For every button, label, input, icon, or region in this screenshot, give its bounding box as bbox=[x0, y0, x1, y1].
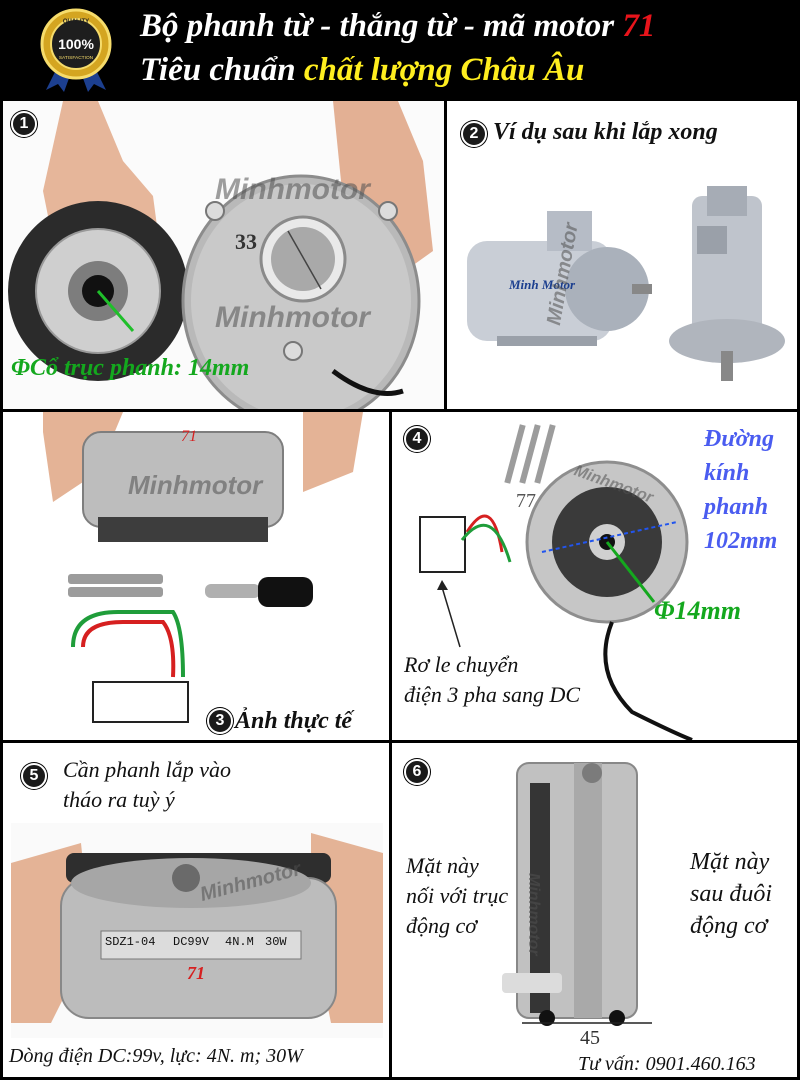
svg-text:SATISFACTION: SATISFACTION bbox=[59, 55, 94, 61]
title-line-2: Tiêu chuẩn chất lượng Châu Âu bbox=[140, 52, 585, 88]
svg-text:100%: 100% bbox=[58, 36, 94, 52]
real-photo-caption: Ảnh thực tế bbox=[235, 708, 353, 734]
lever-caption-line-1: Cần phanh lắp vào bbox=[63, 757, 232, 782]
panel-6-brake-faces: 6 Mặt này nối với trục động cơ Mặt này s… bbox=[389, 740, 800, 1080]
shaft-side-caption-line-1: Mặt này bbox=[406, 853, 479, 878]
motor-code-mark: 71 bbox=[187, 963, 205, 983]
nameplate-model: SDZ1-04 bbox=[105, 935, 156, 949]
tail-side-caption-line-3: động cơ bbox=[690, 913, 768, 939]
panel-number-5: 5 bbox=[21, 763, 47, 789]
panel-3-real-photo: 3 Minhmotor 71 Ảnh thực tế bbox=[0, 409, 392, 743]
electrical-specs: Dòng điện DC:99v, lực: 4N. m; 30W bbox=[9, 1045, 303, 1067]
panel-number-2: 2 bbox=[461, 121, 487, 147]
watermark: Minhmotor bbox=[525, 873, 542, 956]
tail-side-caption-line-1: Mặt này bbox=[690, 849, 770, 875]
brake-lever-photo bbox=[11, 823, 383, 1038]
diameter-label-line-3: phanh bbox=[704, 494, 769, 520]
diameter-label-line-1: Đường bbox=[704, 426, 774, 452]
real-photo bbox=[3, 412, 389, 740]
brake-parts-photo bbox=[3, 101, 444, 409]
panel-number-4: 4 bbox=[404, 426, 430, 452]
watermark: Minhmotor bbox=[128, 470, 263, 500]
shaft-side-caption-line-3: động cơ bbox=[406, 913, 478, 938]
dimension-45: 45 bbox=[580, 1027, 600, 1049]
shaft-diameter-caption: ΦCổ trục phanh: 14mm bbox=[11, 355, 250, 381]
nameplate-voltage: DC99V bbox=[173, 935, 210, 949]
diameter-label-line-4: 102mm bbox=[704, 528, 778, 554]
svg-text:QUALITY: QUALITY bbox=[63, 19, 89, 25]
header-banner: QUALITY 100% SATISFACTION Bộ phanh từ - … bbox=[0, 0, 800, 98]
dimension-77: 77 bbox=[516, 490, 536, 512]
contact-phone: Tư vấn: 0901.460.163 bbox=[578, 1053, 756, 1075]
watermark: Minhmotor bbox=[215, 301, 370, 334]
relay-caption-line-2: điện 3 pha sang DC bbox=[404, 682, 580, 707]
panel-number-3: 3 bbox=[207, 708, 233, 734]
diameter-label-line-2: kính bbox=[704, 460, 750, 486]
panel-4-brake-dimensions: 4 Đường kính phanh 102mm 77 Minhmotor Φ1… bbox=[389, 409, 800, 743]
brake-dimensions-photo bbox=[392, 412, 797, 740]
watermark: Minhmotor bbox=[215, 173, 370, 206]
nameplate-power: 30W bbox=[265, 935, 287, 949]
installed-example-caption: Ví dụ sau khi lắp xong bbox=[493, 119, 718, 145]
shaft-side-caption-line-2: nối với trục bbox=[406, 883, 509, 908]
motor-brand-label: Minh Motor bbox=[509, 277, 576, 292]
tail-side-caption-line-2: sau đuôi bbox=[690, 881, 773, 907]
dimension-33: 33 bbox=[235, 229, 257, 254]
relay-caption-line-1: Rơ le chuyển bbox=[404, 652, 519, 677]
installed-motors-photo bbox=[447, 101, 797, 409]
panel-2-installed-example: 2 Ví dụ sau khi lắp xong Minh Motor Minh… bbox=[444, 98, 800, 412]
motor-code-mark: 71 bbox=[181, 428, 197, 445]
lever-caption-line-2: tháo ra tuỳ ý bbox=[63, 787, 175, 812]
title-line-1: Bộ phanh từ - thắng từ - mã motor 71 bbox=[140, 8, 656, 44]
brake-side-photo bbox=[482, 743, 662, 1038]
panel-number-6: 6 bbox=[404, 759, 430, 785]
shaft-diameter-label: Φ14mm bbox=[654, 596, 741, 625]
panel-5-brake-lever: 5 Cần phanh lắp vào tháo ra tuỳ ý SDZ1-0… bbox=[0, 740, 392, 1080]
panel-number-1: 1 bbox=[11, 111, 37, 137]
nameplate-force: 4N.M bbox=[225, 935, 254, 949]
quality-badge-icon: QUALITY 100% SATISFACTION bbox=[40, 8, 112, 92]
panel-1-brake-parts: 1 33 Minhmotor Minhmotor ΦCổ trục phanh:… bbox=[0, 98, 447, 412]
